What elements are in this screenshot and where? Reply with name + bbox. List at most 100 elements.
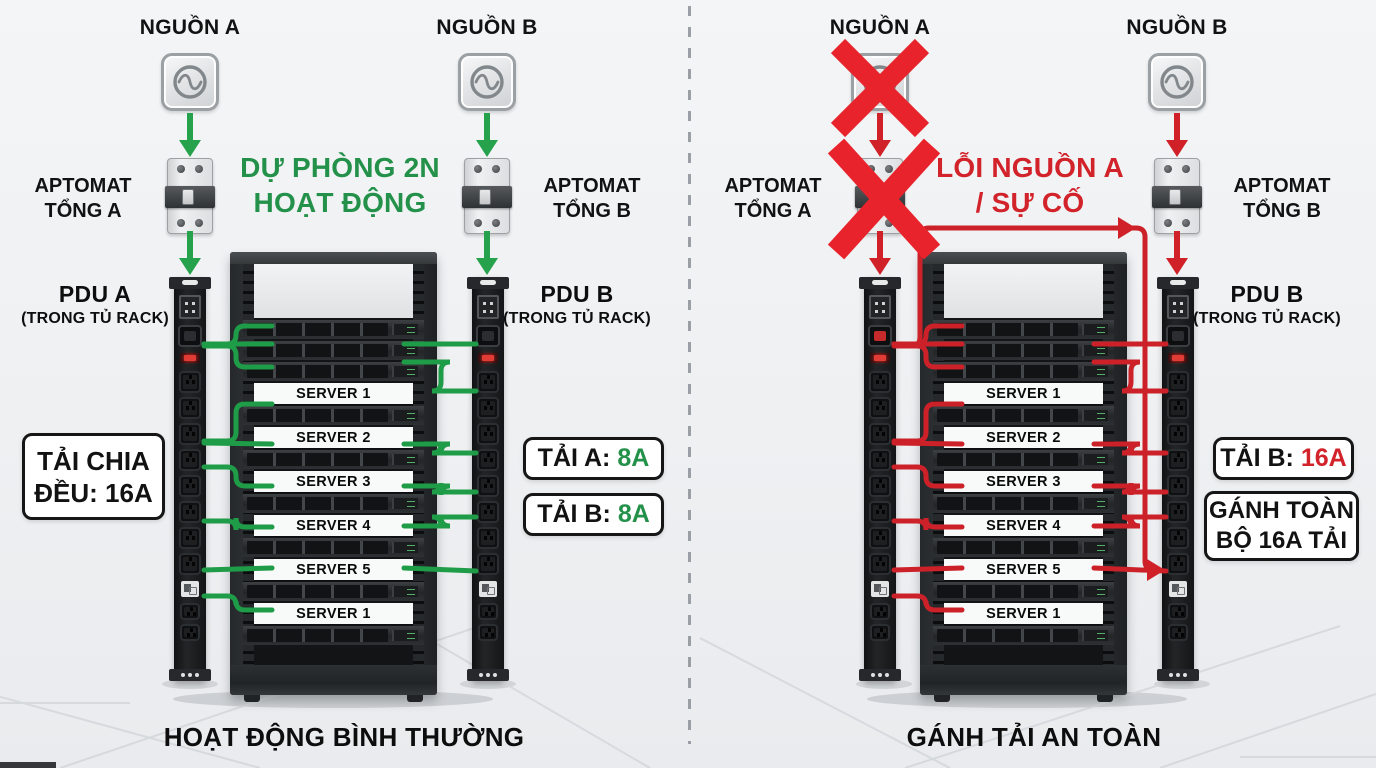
server-label: SERVER 2 [944, 427, 1103, 448]
source-b-label: NGUỒN B [436, 16, 538, 39]
pdu-outlet [869, 397, 891, 419]
server-label: SERVER 1 [944, 383, 1103, 404]
rack-base [920, 665, 1127, 695]
pdu-outlet [478, 624, 498, 641]
pdu-outlet [478, 603, 498, 620]
pdu-mount-bracket [1157, 277, 1199, 289]
server-unit [933, 320, 1114, 339]
pdu-outlet [1167, 527, 1189, 549]
pdu-label-chip [871, 581, 889, 597]
arrow-down-icon [869, 258, 891, 275]
ac-source-a-icon-failed [851, 53, 909, 111]
pdu-outlet [179, 423, 201, 445]
pdu-outlet [869, 475, 891, 497]
arrow-right-icon [1118, 217, 1136, 239]
ac-source-a-icon [161, 53, 219, 111]
pdu-outlet [477, 553, 499, 575]
server-label: SERVER 5 [254, 559, 413, 580]
server-unit [243, 626, 424, 645]
source-a-label: NGUỒN A [829, 16, 931, 39]
pdu-outlet [477, 527, 499, 549]
pdu-power-inlet [1167, 295, 1189, 319]
pdu-outlet [179, 553, 201, 575]
load-a-box: TẢI A: 8A [523, 437, 664, 480]
pdu-outlet [1167, 423, 1189, 445]
pdu-outlet [869, 501, 891, 523]
pdu-outlet [180, 603, 200, 620]
rack-foot [244, 695, 260, 702]
pdu-outlet [869, 423, 891, 445]
server-unit [933, 538, 1114, 557]
pdu-switch [476, 325, 500, 347]
pdu-bracket-slot [872, 280, 888, 285]
arrow-down-icon [476, 258, 498, 275]
rack-top-bar [920, 252, 1127, 264]
ac-source-b-icon [458, 53, 516, 111]
pdu-label-chip [1169, 581, 1187, 597]
panel-divider [688, 6, 691, 744]
pdu-mount-bracket [1157, 669, 1199, 681]
load-b-value: 16A [1300, 444, 1347, 472]
pdu-outlet [1167, 371, 1189, 393]
pdu-label-chip [181, 581, 199, 597]
pdu-outlet [870, 603, 890, 620]
rack-interior: SERVER 1 SERVER 2 SERVER 3 SERVER 4 SERVER 5… [933, 264, 1114, 665]
pdu-outlet [1167, 449, 1189, 471]
pdu-outlet [1167, 553, 1189, 575]
pdu-outlet [179, 449, 201, 471]
pdu-mount-bracket [169, 669, 211, 681]
server-unit [243, 362, 424, 381]
pdu-outlet [477, 449, 499, 471]
pdu-led-display [870, 353, 890, 363]
server-unit [933, 582, 1114, 601]
server-unit [933, 362, 1114, 381]
server-unit [243, 494, 424, 513]
arrow-down-icon [1166, 258, 1188, 275]
rack-foot [934, 695, 950, 702]
pdu-bracket-holes [188, 673, 192, 677]
pdu-b-label: PDU B(TRONG TỦ RACK) [503, 281, 651, 327]
pdu-outlet [179, 501, 201, 523]
arrow-down-icon [179, 258, 201, 275]
breaker-b-icon [462, 158, 512, 234]
rack-top-bar [230, 252, 437, 264]
pdu-outlet [179, 371, 201, 393]
server-label: SERVER 4 [254, 515, 413, 536]
ac-source-b-icon [1148, 53, 1206, 111]
pdu-power-inlet [869, 295, 891, 319]
pdu-switch [1166, 325, 1190, 347]
source-a-label: NGUỒN A [139, 16, 241, 39]
pdu-outlet [477, 397, 499, 419]
pdu-bracket-holes [1176, 673, 1180, 677]
pdu-outlet [1168, 624, 1188, 641]
load-a-value: 8A [617, 444, 650, 472]
pdu-outlet [1167, 397, 1189, 419]
server-label: SERVER 5 [944, 559, 1103, 580]
pdu-outlet [1168, 603, 1188, 620]
server-label: SERVER 3 [944, 471, 1103, 492]
pdu-switch [868, 325, 892, 347]
rack-base [230, 665, 437, 695]
pdu-outlet [477, 501, 499, 523]
server-unit [243, 538, 424, 557]
pdu-b [1157, 277, 1199, 681]
pdu-outlet [869, 371, 891, 393]
pdu-bracket-slot [182, 280, 198, 285]
pdu-outlet [1167, 501, 1189, 523]
pdu-led-display [180, 353, 200, 363]
pdu-power-inlet [179, 295, 201, 319]
pdu-led-display [1168, 353, 1188, 363]
rack-empty-slot [254, 264, 413, 318]
server-label: SERVER 4 [944, 515, 1103, 536]
fault-message: LỖI NGUỒN A/ SỰ CỐ [936, 152, 1124, 218]
